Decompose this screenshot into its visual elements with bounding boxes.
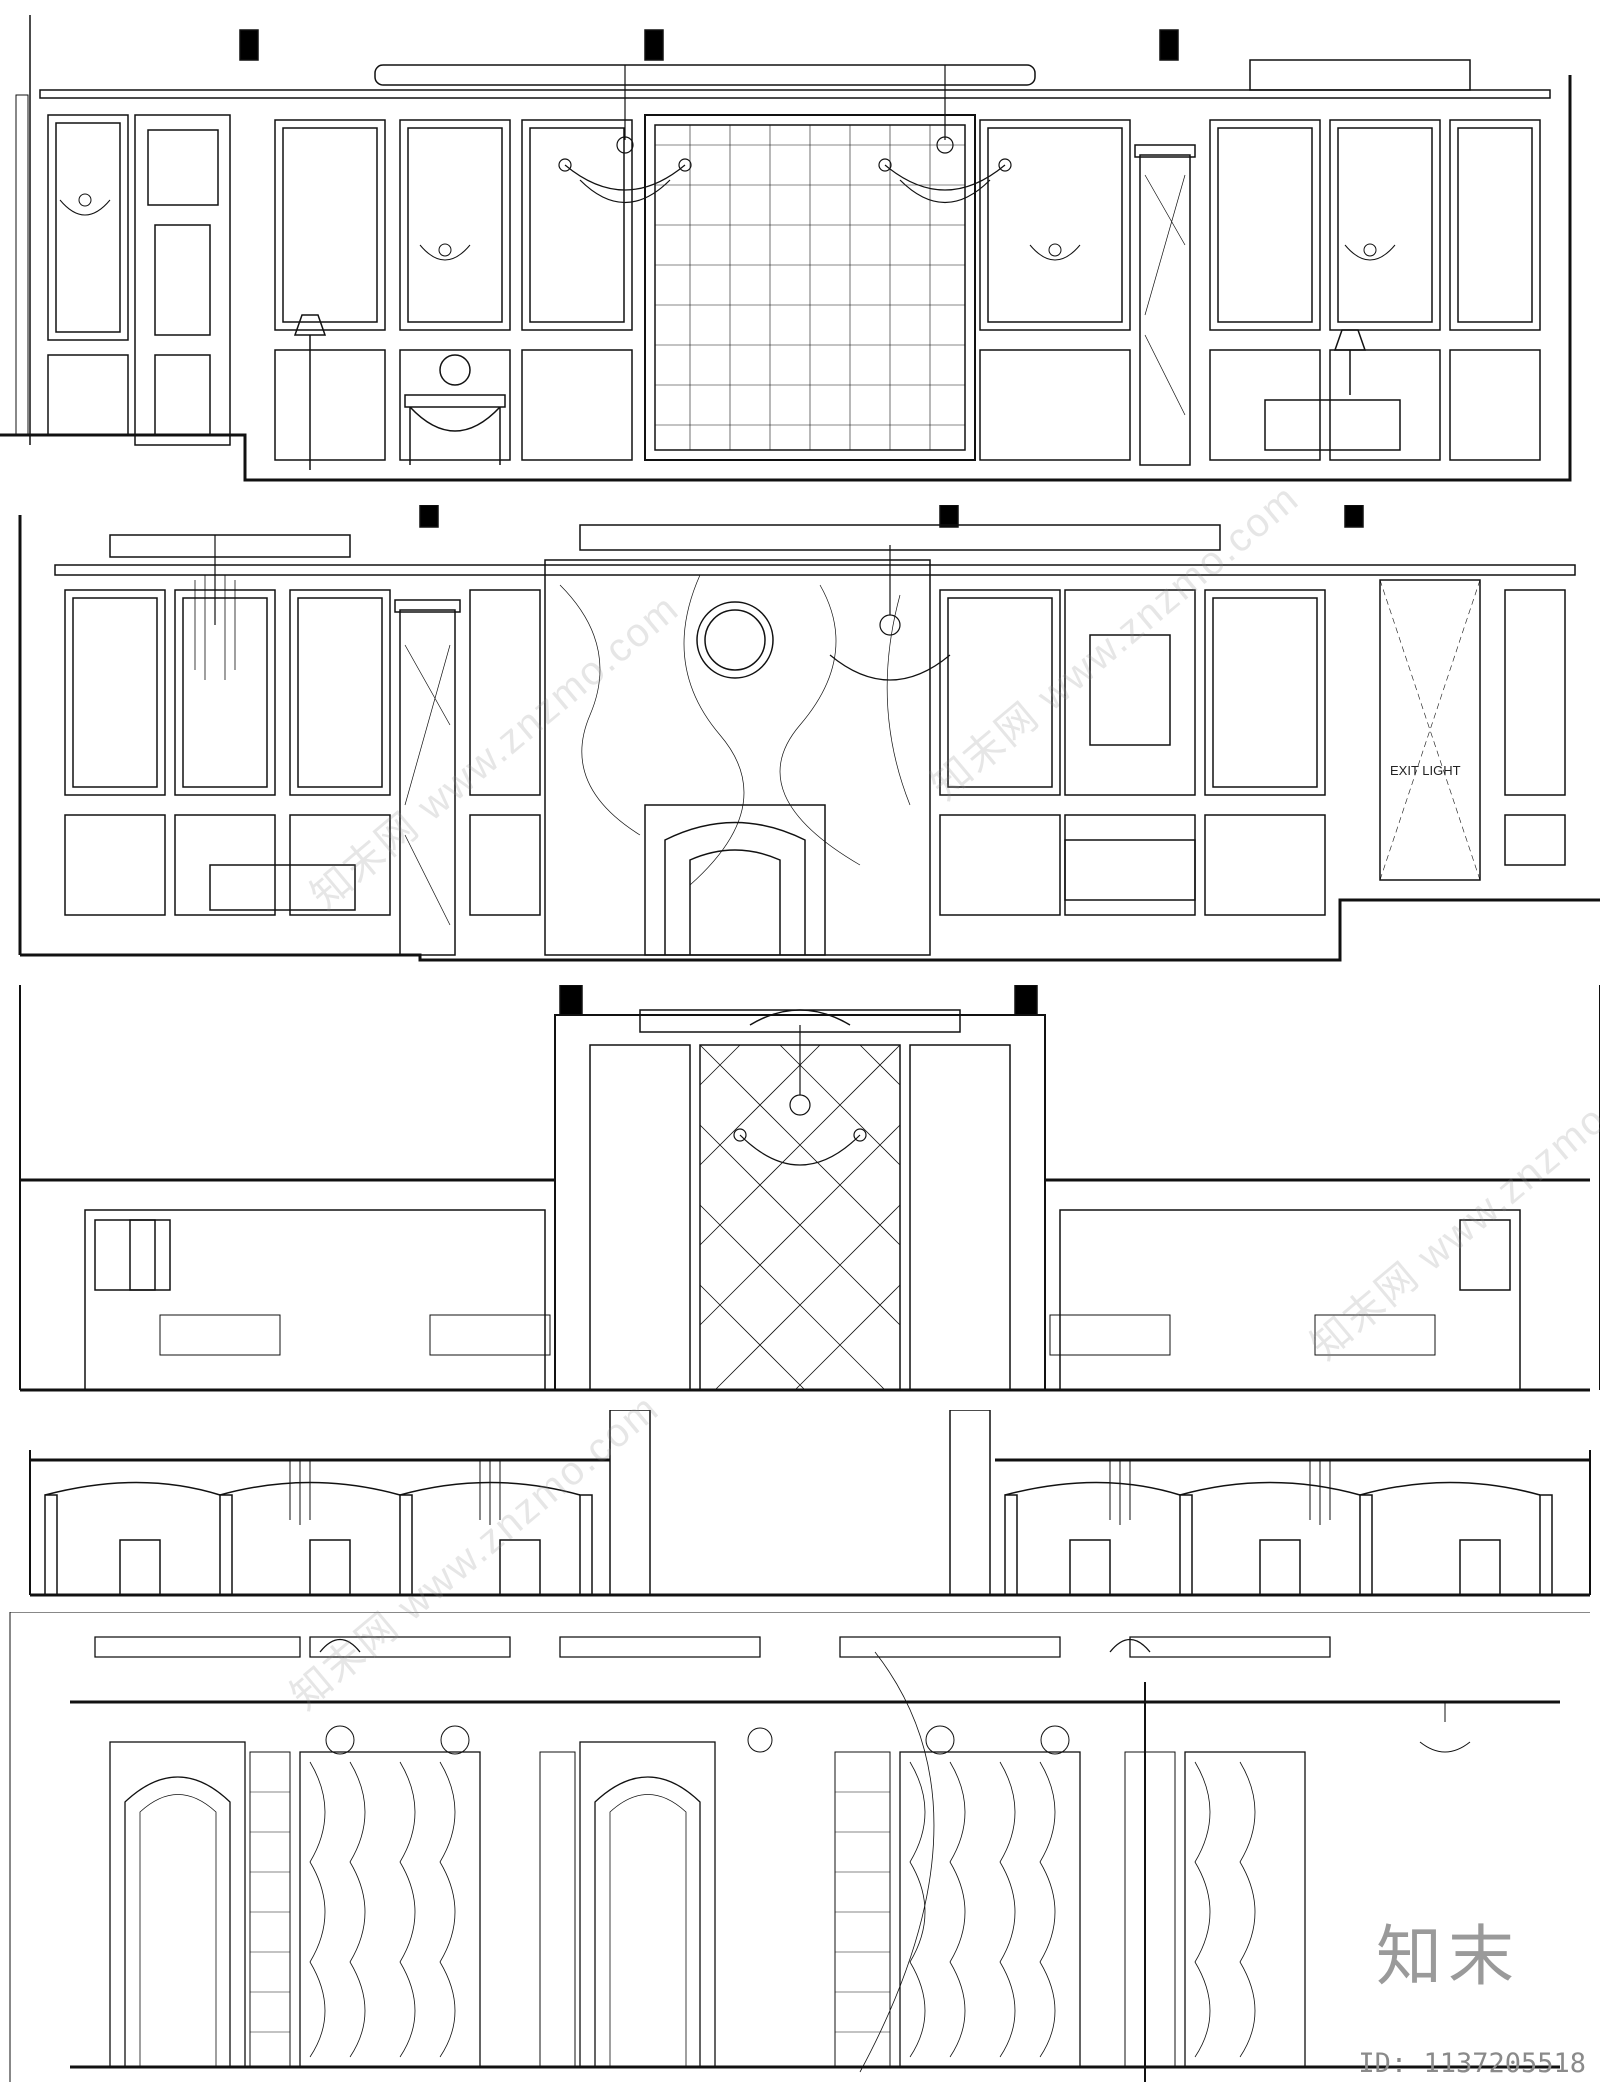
left-wall-hatch (15, 94, 29, 436)
plan-strip (94, 1636, 1331, 1658)
marble-feature-wall (544, 559, 931, 956)
door (134, 114, 231, 446)
elevation-1 (0, 15, 1572, 482)
arcade-right (1004, 1481, 1553, 1596)
ceiling-poche (239, 29, 259, 61)
wall-panels (64, 589, 1566, 916)
wall-panels (84, 1209, 1521, 1391)
elevation-4 (29, 1410, 1591, 1597)
elevation-5-details (9, 1612, 1590, 2082)
wall-sconces (59, 193, 1396, 261)
cornice (109, 534, 351, 558)
fireplace (644, 804, 826, 956)
arcade-left (44, 1481, 593, 1596)
exit-light-label: EXIT LIGHT (1390, 763, 1461, 778)
cornice (374, 64, 1036, 86)
floor-lamp (293, 314, 1401, 470)
screen-panels (299, 1751, 1306, 2068)
elevation-2: EXIT LIGHT (18, 505, 1600, 962)
drawing-id: ID: 1137205518 (1358, 2048, 1586, 2079)
floor-line (0, 75, 1572, 482)
arched-niche-left (109, 1741, 246, 2068)
chandelier (194, 535, 951, 681)
console-table (404, 354, 506, 465)
brand-logo: 知末 (1376, 1918, 1520, 1995)
floor-line (20, 898, 1600, 962)
wall-panels (274, 119, 1541, 461)
marble-column (1134, 144, 1196, 466)
chandelier (733, 1025, 867, 1166)
railing (159, 1314, 1436, 1356)
dimension-curve (859, 1651, 935, 2073)
damask-wall (644, 114, 976, 461)
exit-door: EXIT LIGHT (1379, 579, 1481, 881)
chandelier-right (878, 65, 1012, 203)
chandelier-left (558, 65, 692, 203)
marble-column (394, 599, 461, 956)
console-table (209, 839, 1196, 911)
arched-niche-center (579, 1741, 716, 2068)
elevation-3 (19, 985, 1600, 1392)
pendant-lights (289, 1460, 1331, 1525)
chandelier (325, 1702, 1471, 1755)
stone-pilasters (249, 1751, 1176, 2068)
